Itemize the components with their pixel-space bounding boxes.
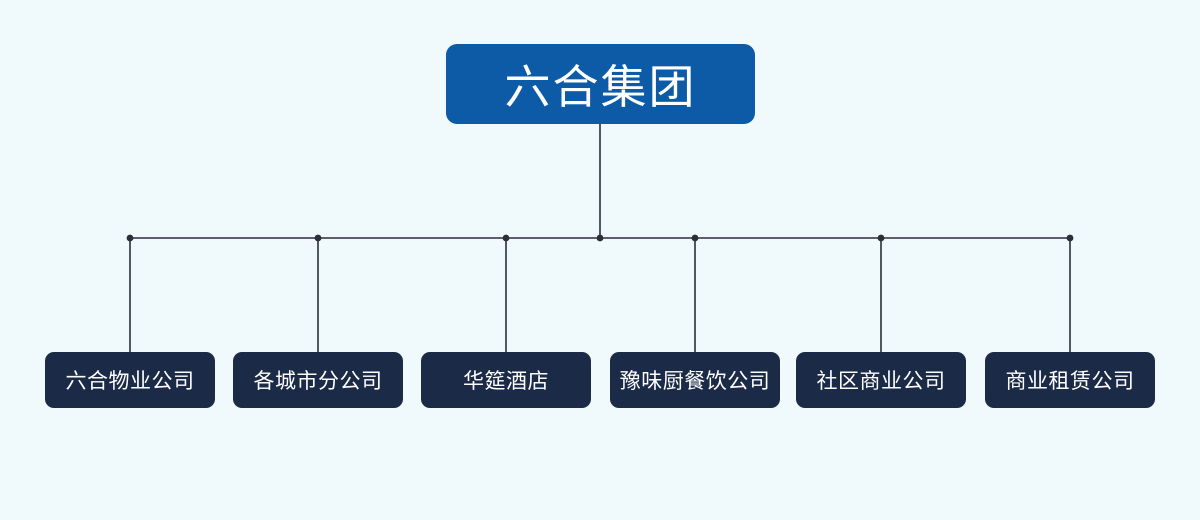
- node-child-label: 社区商业公司: [816, 370, 946, 393]
- connector-junction-dot-5: [877, 234, 885, 242]
- node-child-label: 华筵酒店: [463, 370, 549, 393]
- node-child-label: 各城市分公司: [253, 370, 383, 393]
- node-child-6[interactable]: 商业租赁公司: [985, 352, 1155, 408]
- node-child-label: 六合物业公司: [65, 370, 195, 393]
- node-root[interactable]: 六合集团: [446, 44, 755, 124]
- node-child-3[interactable]: 华筵酒店: [421, 352, 591, 408]
- node-child-2[interactable]: 各城市分公司: [233, 352, 403, 408]
- connector-junction-dot-2: [314, 234, 322, 242]
- node-child-label: 豫味厨餐饮公司: [619, 370, 771, 393]
- node-root-label: 六合集团: [504, 61, 697, 113]
- connector-junction-dot-4: [691, 234, 699, 242]
- connector-junction-dot-1: [126, 234, 134, 242]
- node-child-4[interactable]: 豫味厨餐饮公司: [610, 352, 780, 408]
- node-child-5[interactable]: 社区商业公司: [796, 352, 966, 408]
- connector-junction-dot-6: [1066, 234, 1074, 242]
- connector-junction-dot-3: [502, 234, 510, 242]
- connector-root-junction-dot: [596, 234, 604, 242]
- node-child-1[interactable]: 六合物业公司: [45, 352, 215, 408]
- node-child-label: 商业租赁公司: [1005, 370, 1135, 393]
